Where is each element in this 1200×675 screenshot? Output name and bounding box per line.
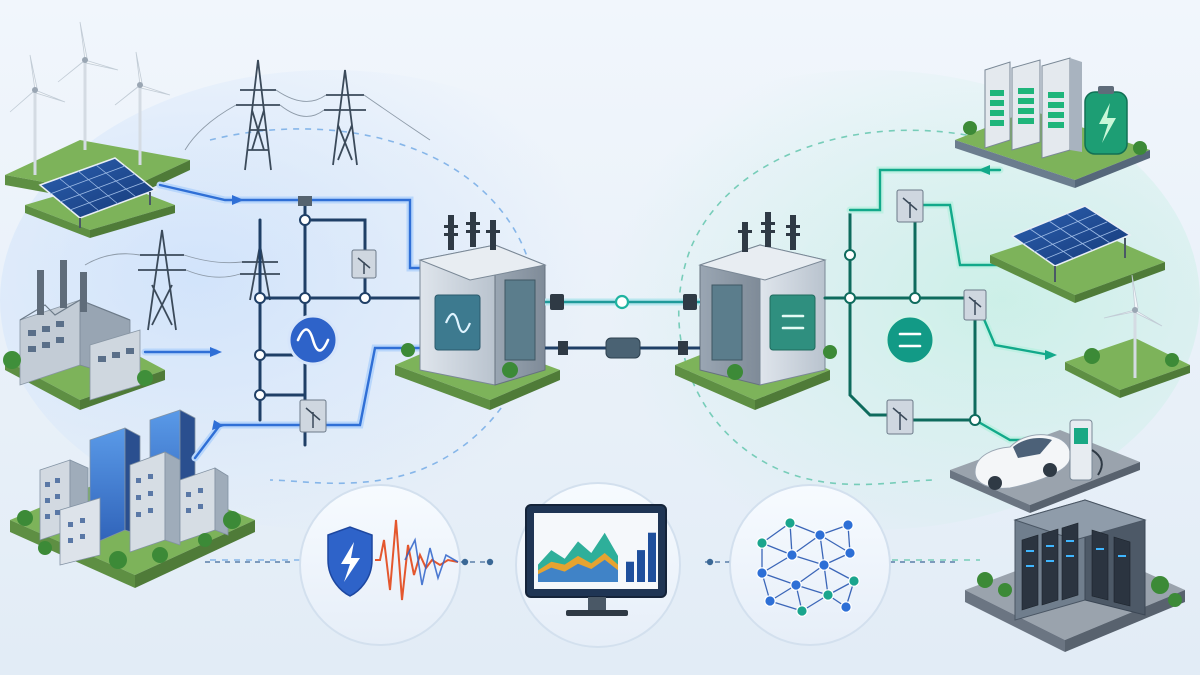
dc-zone-glow [540,70,1200,530]
tree-icon [17,510,241,569]
network-edge [761,572,797,586]
ac-bus-node [254,214,371,401]
dc-bus-node [844,249,981,426]
dc-flow-arrow-icon [978,165,1057,360]
network-node [790,579,802,591]
network-graph-icon [756,517,860,617]
car-icon [974,434,1071,490]
ev-charger [950,419,1140,513]
network-node [784,517,796,529]
dc-equals-icon [781,314,805,330]
network-node [844,547,856,559]
solar-canopy [990,205,1165,303]
network-node [764,595,776,607]
server-rack-icon [1021,522,1131,611]
grid-security [299,484,461,646]
industrial-plant [3,260,165,410]
network-edge [761,554,793,574]
sine-wave-icon [444,312,472,334]
ac-badge [287,314,339,366]
ac-flow-arrow-icon [210,195,244,430]
wind-turbine-icon [33,60,142,175]
network-node [840,601,852,613]
network-node [814,529,826,541]
network-node [756,567,768,579]
battery-bolt-icon [1084,86,1128,155]
dc-converter-station [675,212,837,410]
analytics-bar [648,532,656,582]
solar-panel-icon [1010,205,1132,282]
analytics-bar [626,561,634,582]
ac-switchgear [298,196,377,433]
network-node [786,549,798,561]
network-node [756,537,768,549]
solar-panel-icon [38,157,157,228]
sine-wave-icon [296,328,330,352]
office-building-icon [39,409,229,566]
charging-station-icon [1069,419,1103,481]
wind-turbine [1065,274,1190,398]
network-edge [819,534,851,554]
solar-array [25,157,175,238]
dc-switchgear [886,189,987,435]
tree-icon [977,572,1182,607]
waveform-icon [375,519,459,601]
dc-equals-icon [898,332,922,348]
bushing-icon [444,212,500,250]
network-node [848,575,860,587]
transmission-towers [84,59,431,331]
analytics-chart [538,532,656,582]
network-node [822,589,834,601]
analytics-bar [637,550,645,582]
analytics-monitor [515,482,681,648]
ac-feed-lines [141,181,434,462]
dashed-boundaries [209,128,991,561]
hvdc-link [545,294,700,359]
bushing-icon [738,212,800,252]
battery-storage [955,57,1150,188]
shield-bolt-icon [327,526,373,597]
ac-converter-station [395,212,560,410]
network-node [818,559,830,571]
network-node [842,519,854,531]
city-district [10,409,255,588]
neural-network [729,484,891,646]
data-center [965,499,1185,652]
smokestack-icon [37,260,87,315]
analytics-area-base [538,559,618,582]
dc-badge [884,314,936,366]
network-node [796,605,808,617]
